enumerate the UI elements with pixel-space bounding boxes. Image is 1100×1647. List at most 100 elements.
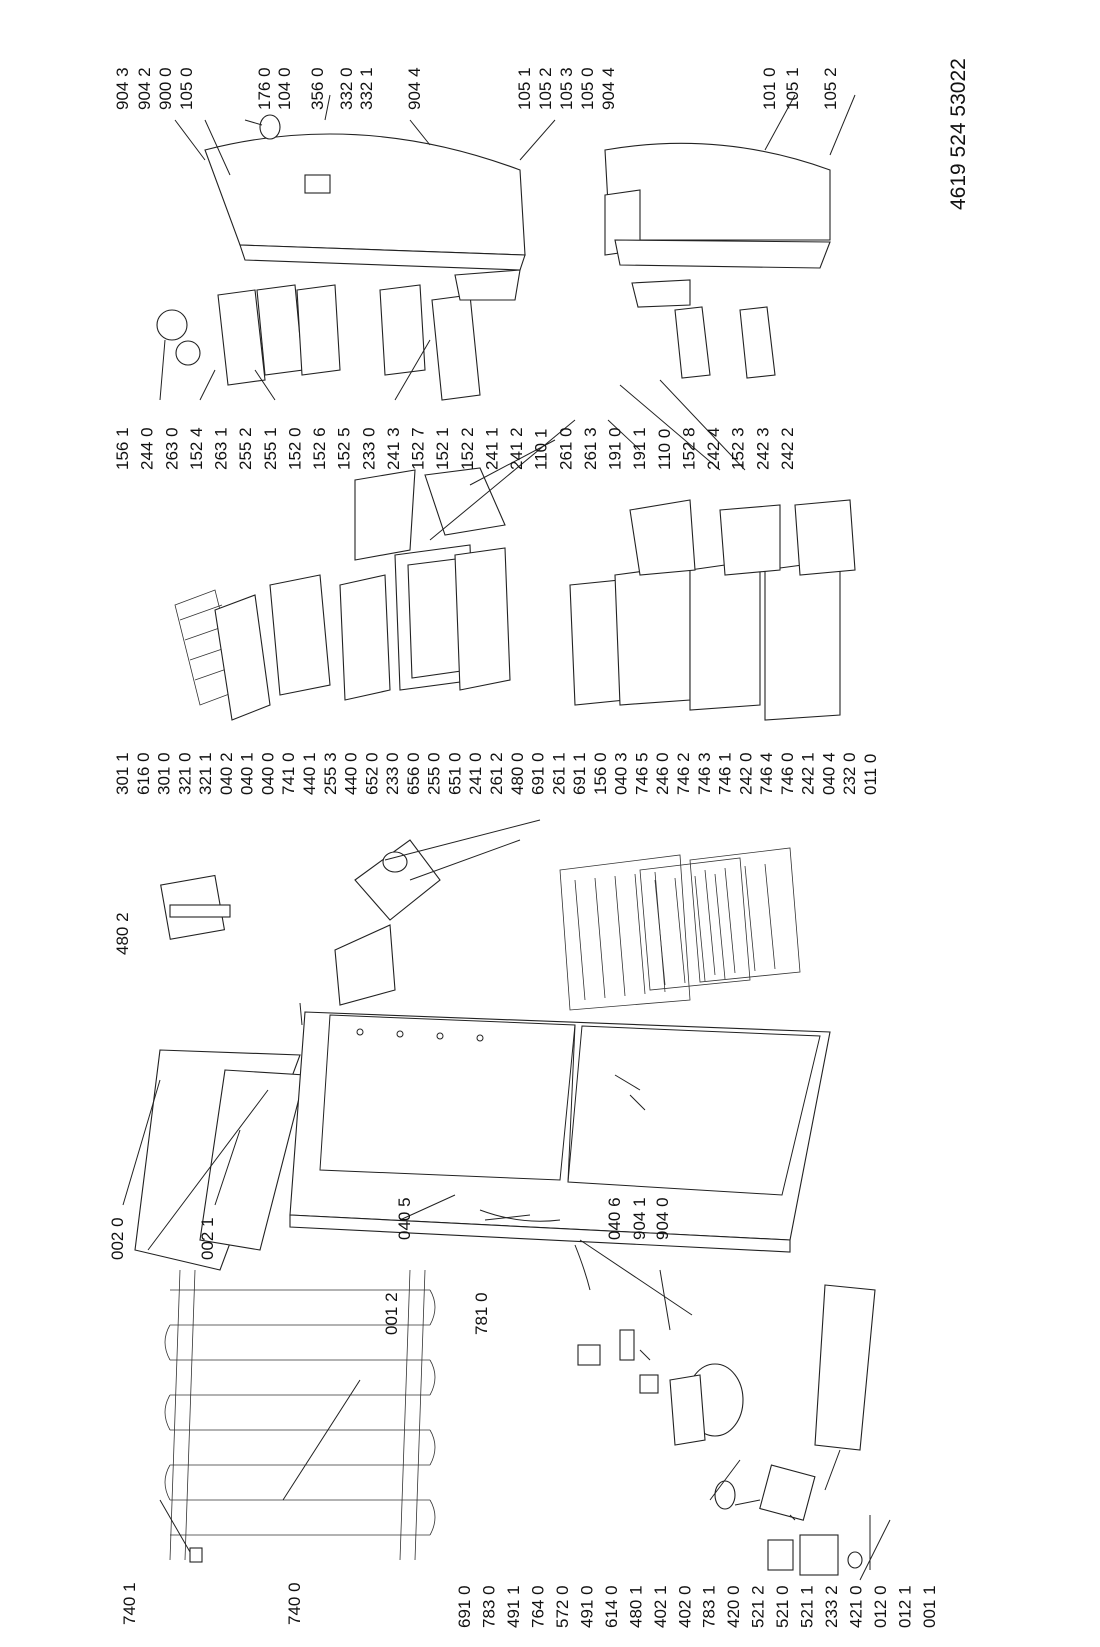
part-label: 480 1 [626,1585,645,1628]
part-label: 491 0 [577,1585,596,1628]
part-label: 263 0 [162,427,181,470]
part-label: 491 1 [504,1585,523,1628]
part-label: 904 4 [405,67,424,110]
part-label: 152 2 [458,427,477,470]
part-label: 152 4 [187,427,206,470]
part-label: 691 0 [529,752,548,795]
part-label: 746 0 [778,752,797,795]
part-label: 261 3 [581,427,600,470]
part-label: 191 0 [606,427,625,470]
part-label: 001 1 [920,1585,939,1628]
part-label: 152 1 [433,427,452,470]
part-label: 691 0 [455,1585,474,1628]
part-label: 741 0 [279,752,298,795]
part-label: 783 0 [479,1585,498,1628]
part-label: 746 4 [757,752,776,795]
part-label: 521 0 [773,1585,792,1628]
light-cover [169,904,231,918]
part-label: 261 2 [487,752,506,795]
part-label: 191 1 [630,427,649,470]
part-label: 521 2 [749,1585,768,1628]
part-label: 241 1 [482,427,501,470]
part-label: 241 2 [507,427,526,470]
part-label: 011 0 [861,754,880,795]
part-label: 104 0 [275,67,294,110]
part-label: 261 1 [549,752,568,795]
part-label: 402 0 [675,1585,694,1628]
part-label: 440 1 [300,752,319,795]
part-label: 301 1 [113,752,132,795]
part-label: 242 2 [778,427,797,470]
part-label: 156 0 [591,752,610,795]
part-label: 781 0 [472,1292,491,1335]
freezer-evaporator [559,847,801,1011]
part-label: 246 0 [653,752,672,795]
part-label: 572 0 [553,1585,572,1628]
part-label: 420 0 [724,1585,743,1628]
part-label: 040 6 [605,1197,624,1240]
condenser-coil [164,1269,436,1561]
document-number: 4619 524 53022 [947,58,970,210]
cabinet-body [289,1011,831,1253]
part-label: 904 4 [599,67,618,110]
part-label: 904 3 [113,67,132,110]
part-label: 651 0 [445,752,464,795]
part-label: 101 0 [760,67,779,110]
part-label: 764 0 [528,1585,547,1628]
part-label: 040 3 [612,752,631,795]
part-label: 002 0 [108,1217,127,1260]
part-label: 105 1 [783,67,802,110]
part-label: 402 1 [651,1585,670,1628]
part-label: 261 0 [556,427,575,470]
fridge-shelves [174,467,511,721]
part-label: 652 0 [362,752,381,795]
part-label: 152 0 [285,427,304,470]
back-panel-lower [199,1069,306,1251]
part-label: 152 6 [310,427,329,470]
part-label: 616 0 [134,752,153,795]
part-label: 012 0 [871,1585,890,1628]
compressor-group [479,1209,876,1576]
part-label: 746 2 [674,752,693,795]
part-label: 783 1 [700,1585,719,1628]
part-label: 480 2 [113,912,132,955]
part-label: 152 5 [335,427,354,470]
part-label: 040 5 [395,1197,414,1240]
part-label: 900 0 [156,67,175,110]
part-label: 421 0 [847,1585,866,1628]
part-label: 746 1 [716,752,735,795]
part-label: 012 1 [896,1585,915,1628]
part-label: 105 1 [515,67,534,110]
part-label: 255 2 [236,427,255,470]
leader-lines [122,94,891,1581]
door-bins [156,269,776,401]
part-label: 740 1 [120,1582,139,1625]
part-label: 740 0 [285,1582,304,1625]
part-label: 176 0 [255,67,274,110]
part-label: 321 1 [196,752,215,795]
part-label: 242 3 [753,427,772,470]
part-label: 746 5 [632,752,651,795]
part-label: 242 0 [736,752,755,795]
part-label: 332 1 [357,67,376,110]
part-label: 691 1 [570,752,589,795]
part-label: 233 0 [359,427,378,470]
part-label: 105 2 [536,67,555,110]
part-label: 242 4 [704,427,723,470]
fan-icon [382,851,408,873]
part-label: 001 2 [382,1292,401,1335]
part-label: 040 1 [238,752,257,795]
part-label: 232 0 [840,752,859,795]
part-label: 233 0 [383,752,402,795]
part-label: 156 1 [113,427,132,470]
part-label: 656 0 [404,752,423,795]
part-label: 263 1 [212,427,231,470]
part-label: 746 3 [695,752,714,795]
freezer-drawers [569,499,856,721]
part-label: 241 0 [466,752,485,795]
part-label: 614 0 [602,1585,621,1628]
part-label: 110 1 [532,429,551,470]
part-label: 242 1 [799,752,818,795]
